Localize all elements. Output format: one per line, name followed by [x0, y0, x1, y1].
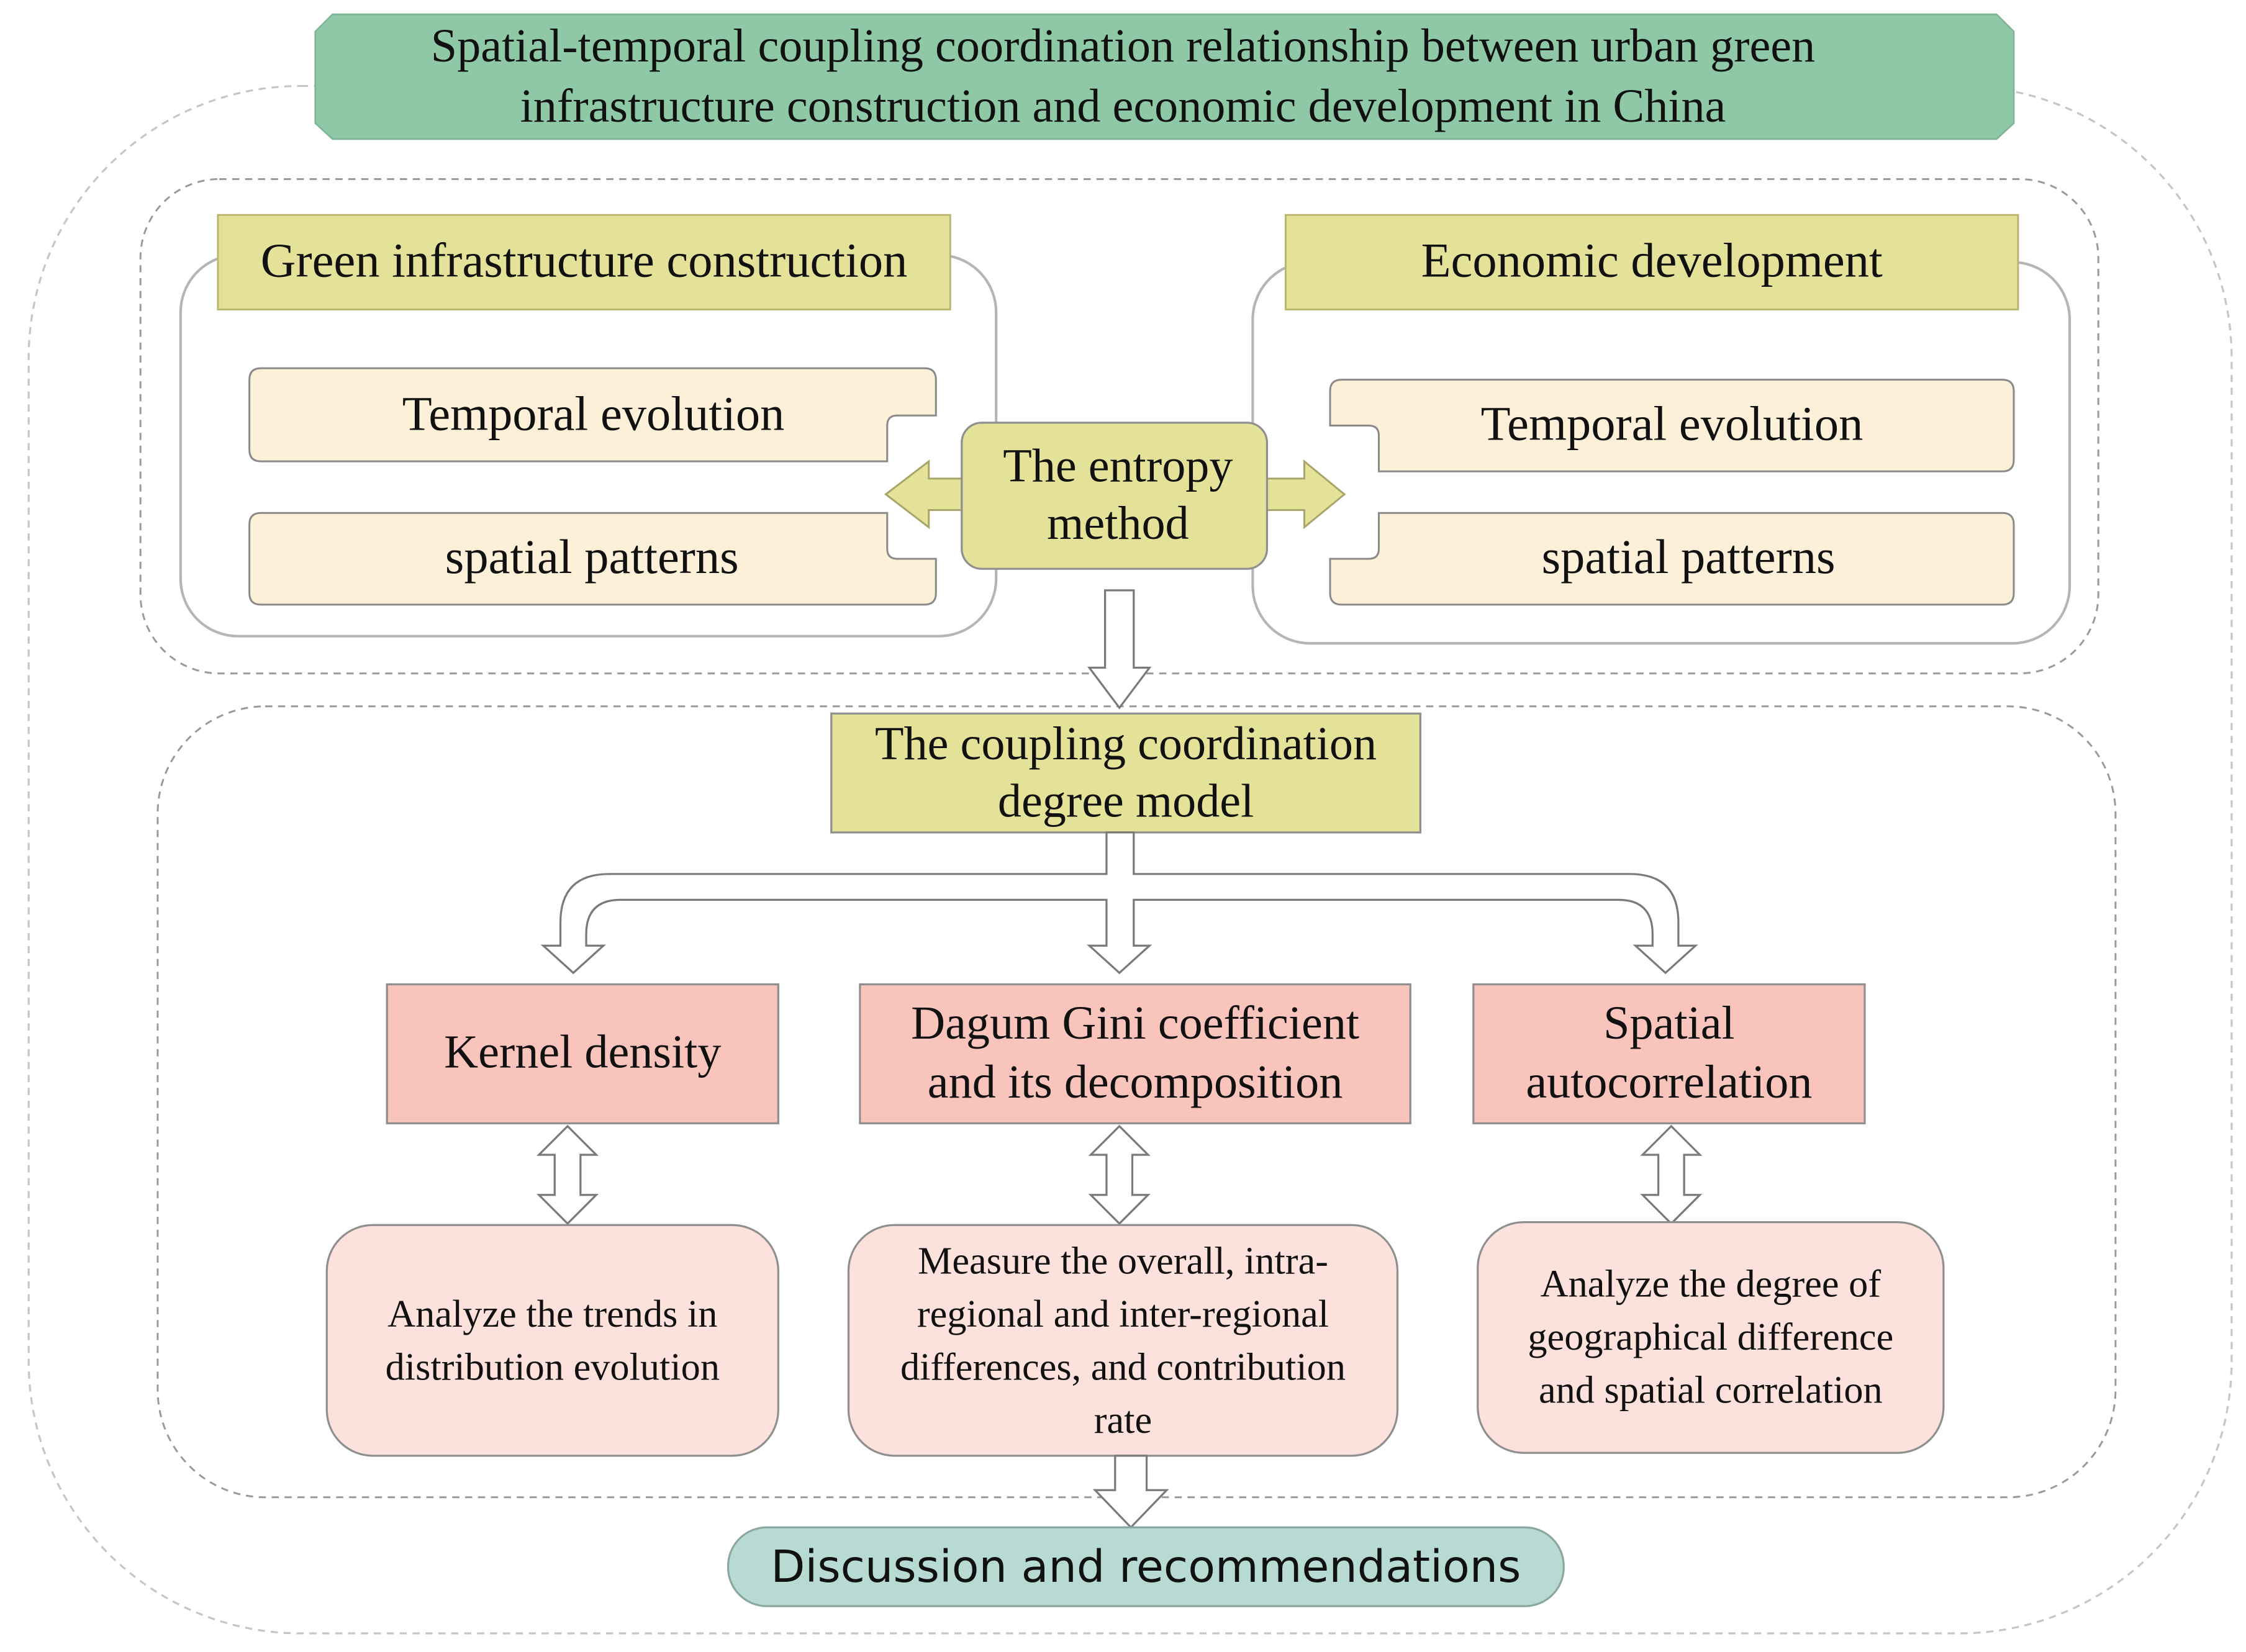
- method-spatial-autocorrelation-text: Spatial autocorrelation: [1526, 998, 1813, 1109]
- method-1-bg: [386, 983, 779, 1125]
- right-item-spatial: spatial patterns: [1330, 513, 2047, 605]
- method-spatial-autocorrelation: Spatial autocorrelation: [1474, 985, 1865, 1124]
- left-item-spatial-text: spatial patterns: [445, 531, 739, 585]
- description-1-bg: [325, 1224, 779, 1457]
- right-heading-text: Economic development: [1421, 235, 1883, 288]
- conclusion-text: Discussion and recommendations: [771, 1541, 1521, 1593]
- left-item-spatial: spatial patterns: [250, 513, 935, 605]
- branch-arrow: [540, 831, 1698, 975]
- right-heading-bg: [1285, 214, 2019, 310]
- description-dagum-gini-text: Measure the overall, intra-regional and …: [900, 1239, 1346, 1441]
- method-2-bg: [859, 983, 1411, 1125]
- coupling-model: The coupling coordination degree model: [831, 713, 1421, 833]
- entropy-method: The entropy method: [962, 423, 1274, 569]
- description-spatial-autocorrelation-text: Analyze the degree of geographical diffe…: [1528, 1262, 1894, 1412]
- left-item-2-bg: [248, 512, 937, 606]
- right-item-1-bg: [1329, 379, 2015, 472]
- entropy-method-text: The entropy method: [1003, 441, 1233, 551]
- description-dagum-gini: Measure the overall, intra-regional and …: [848, 1225, 1397, 1456]
- diagram-title: Spatial-temporal coupling coordination r…: [0, 14, 2246, 140]
- left-item-1-bg: [248, 367, 937, 463]
- double-arrow-3: [1640, 1124, 1703, 1225]
- upper-frame: [139, 178, 2099, 675]
- entropy-box-bg: [961, 422, 1269, 570]
- right-item-temporal: Temporal evolution: [1330, 380, 2014, 472]
- method-dagum-gini-text: Dagum Gini coefficient and its decomposi…: [911, 998, 1360, 1109]
- method-kernel-density: Kernel density: [387, 985, 778, 1124]
- left-item-temporal-text: Temporal evolution: [402, 387, 785, 441]
- description-3-bg: [1477, 1221, 1945, 1454]
- description-kernel-density: Analyze the trends in distribution evolu…: [327, 1225, 778, 1456]
- description-kernel-density-text: Analyze the trends in distribution evolu…: [385, 1291, 720, 1388]
- method-3-bg: [1472, 983, 1866, 1125]
- right-heading: Economic development: [1285, 215, 2017, 309]
- diagram-title-text: Spatial-temporal coupling coordination r…: [430, 21, 1816, 133]
- right-item-temporal-text: Temporal evolution: [1480, 398, 1863, 451]
- method-dagum-gini: Dagum Gini coefficient and its decomposi…: [860, 985, 1410, 1124]
- double-arrow-2: [1088, 1124, 1151, 1225]
- left-item-temporal: Temporal evolution: [250, 368, 938, 461]
- conclusion-bg: [727, 1526, 1565, 1607]
- down-arrow-entropy: [1087, 589, 1152, 710]
- coupling-model-text: The coupling coordination degree model: [875, 718, 1377, 828]
- coupling-box-bg: [830, 712, 1422, 834]
- right-item-2-bg: [1329, 512, 2015, 606]
- description-spatial-autocorrelation: Analyze the degree of geographical diffe…: [1478, 1222, 1944, 1453]
- down-arrow-conclusion: [1092, 1455, 1169, 1529]
- title-banner: [314, 13, 2015, 140]
- double-arrow-1: [536, 1124, 599, 1225]
- conclusion: Discussion and recommendations: [728, 1527, 1564, 1606]
- method-kernel-density-text: Kernel density: [444, 1027, 722, 1079]
- right-item-spatial-text: spatial patterns: [1541, 531, 1836, 585]
- left-heading-text: Green infrastructure construction: [260, 235, 908, 288]
- left-heading: Green infrastructure construction: [218, 215, 950, 309]
- left-heading-bg: [217, 214, 951, 310]
